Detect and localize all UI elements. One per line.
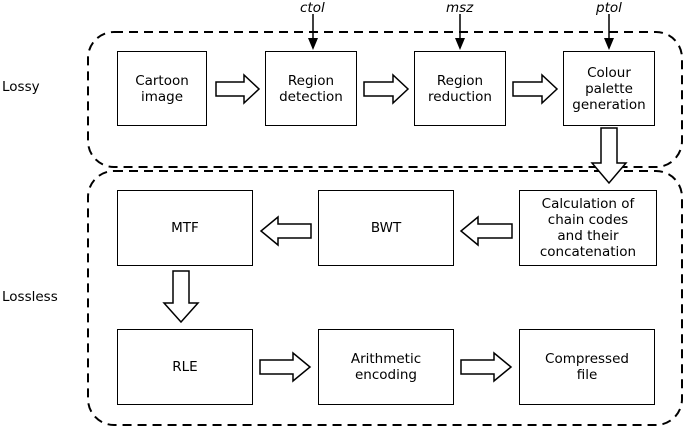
chain-codes-box: Calculation of chain codes and their con…	[519, 190, 657, 266]
ctol-label: ctol	[300, 0, 325, 16]
ptol-arrow	[604, 14, 614, 50]
lossy-label: Lossy	[2, 79, 40, 95]
rle-box: RLE	[117, 329, 253, 405]
arithmetic-encoding-box: Arithmetic encoding	[318, 329, 454, 405]
arrow-arithmetic-to-compressed	[460, 351, 513, 383]
msz-label: msz	[446, 0, 474, 16]
lossy-group-frame	[87, 31, 683, 168]
msz-arrow	[455, 14, 465, 50]
mtf-box: MTF	[117, 190, 253, 266]
arrow-cartoon-to-detection	[215, 73, 261, 105]
lossless-group-frame	[87, 170, 683, 426]
compressed-file-box: Compressed file	[519, 329, 655, 405]
arrow-bwt-to-mtf	[259, 215, 312, 247]
arrow-rle-to-arithmetic	[259, 351, 312, 383]
arrow-reduction-to-palette	[512, 73, 559, 105]
lossless-label: Lossless	[2, 289, 58, 305]
region-reduction-box: Region reduction	[414, 51, 506, 126]
arrow-palette-to-chaincodes	[590, 127, 628, 185]
cartoon-image-box: Cartoon image	[117, 51, 207, 126]
ctol-arrow	[308, 14, 318, 50]
ptol-label: ptol	[596, 0, 622, 16]
region-detection-box: Region detection	[265, 51, 357, 126]
arrow-detection-to-reduction	[363, 73, 410, 105]
arrow-mtf-to-rle	[162, 270, 200, 324]
bwt-box: BWT	[318, 190, 454, 266]
arrow-chaincodes-to-bwt	[459, 215, 513, 247]
colour-palette-generation-box: Colour palette generation	[563, 51, 655, 126]
